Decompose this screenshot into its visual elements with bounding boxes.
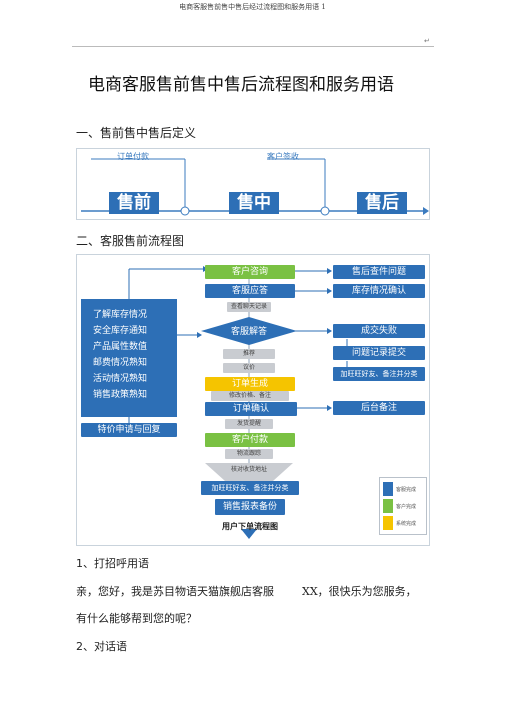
list-item: 销售政策熟知 [93,390,148,400]
stage-pre-sale: 售前 [109,192,159,214]
modify-price-box: 修改价格、备注 [211,391,289,401]
cs-answer-diamond: 客服解答 [230,327,267,337]
section-heading-2: 二、客服售前流程图 [76,234,185,248]
order-created-box: 订单生成 [205,377,295,391]
section-heading-1: 一、售前售中售后定义 [76,126,197,140]
list-item: 活动情况熟知 [93,374,148,384]
greeting-line-2: 有什么能够帮到您的呢？ [76,612,197,625]
item-2-title: 2、对话语 [76,640,127,653]
ship-reminder-box: 发货提醒 [225,419,273,429]
greeting-line-1b: XX，很快乐为您服务， [302,585,417,598]
legend-swatch-yellow [383,516,393,530]
sales-backup-box: 销售报表备份 [215,499,285,515]
pre-sale-knowledge-list: 了解库存情况 安全库存通知 产品属性数值 邮费情况熟知 活动情况熟知 销售政策熟… [81,299,177,417]
add-friend-bar: 加旺旺好友、备注并分类 [201,481,299,495]
cs-response-box: 客服应答 [205,284,295,298]
special-price-box: 特价申请与回复 [81,423,177,437]
list-item: 安全库存通知 [93,326,148,336]
customer-pay-box: 客户付款 [205,433,295,447]
legend-swatch-green [383,499,393,513]
issue-submit-box: 问题记录提交 [333,346,425,360]
label-customer-signed: 客户签收 [267,152,299,161]
item-1-title: 1、打招呼用语 [76,557,149,570]
legend-label: 客服完成 [396,487,417,493]
legend-label: 系统完成 [396,521,417,527]
pre-mid-post-diagram: 订单付款 客户签收 售前 售中 售后 [76,148,430,220]
recommend-box: 推荐 [223,349,275,359]
document-title: 电商客服售前售中售后流程图和服务用语 [88,75,394,95]
legend-label: 客户完成 [396,504,417,510]
add-friend-right-box: 加旺旺好友、备注并分类 [333,367,425,381]
flowchart-caption: 用户下单流程图 [222,522,278,531]
stage-after-sale: 售后 [357,192,407,214]
pre-sale-flowchart: 客户咨询 客服应答 查看聊天记录 客服解答 推荐 议价 订单生成 修改价格、备注… [76,254,430,546]
order-confirm-box: 订单确认 [205,402,297,416]
customer-inquiry-box: 客户咨询 [205,265,295,279]
bargain-box: 议价 [223,363,275,373]
list-item: 产品属性数值 [93,342,148,352]
logistics-track-box: 物流跟踪 [225,449,273,459]
stock-confirm-box: 库存情况确认 [333,284,425,298]
page-header: 电商客服售前售中售后经过流程图和服务用语 1 [179,3,326,11]
after-sale-check-box: 售后查件问题 [333,265,425,279]
paragraph-mark: ↵ [424,37,430,45]
backend-note-box: 后台备注 [333,401,425,415]
stage-mid-sale: 售中 [229,192,279,214]
chat-history-box: 查看聊天记录 [227,302,271,312]
label-order-paid: 订单付款 [117,152,149,161]
greeting-line-1a: 亲，您好，我是苏目物语天猫旗舰店客服 [76,585,274,598]
check-address-box: 核对收货地址 [230,466,267,473]
list-item: 了解库存情况 [93,310,148,320]
list-item: 邮费情况熟知 [93,358,148,368]
deal-failed-box: 成交失败 [333,324,425,338]
legend-swatch-blue [383,482,393,496]
header-divider [72,46,434,47]
flowchart-legend: 客服完成 客户完成 系统完成 [379,477,427,535]
